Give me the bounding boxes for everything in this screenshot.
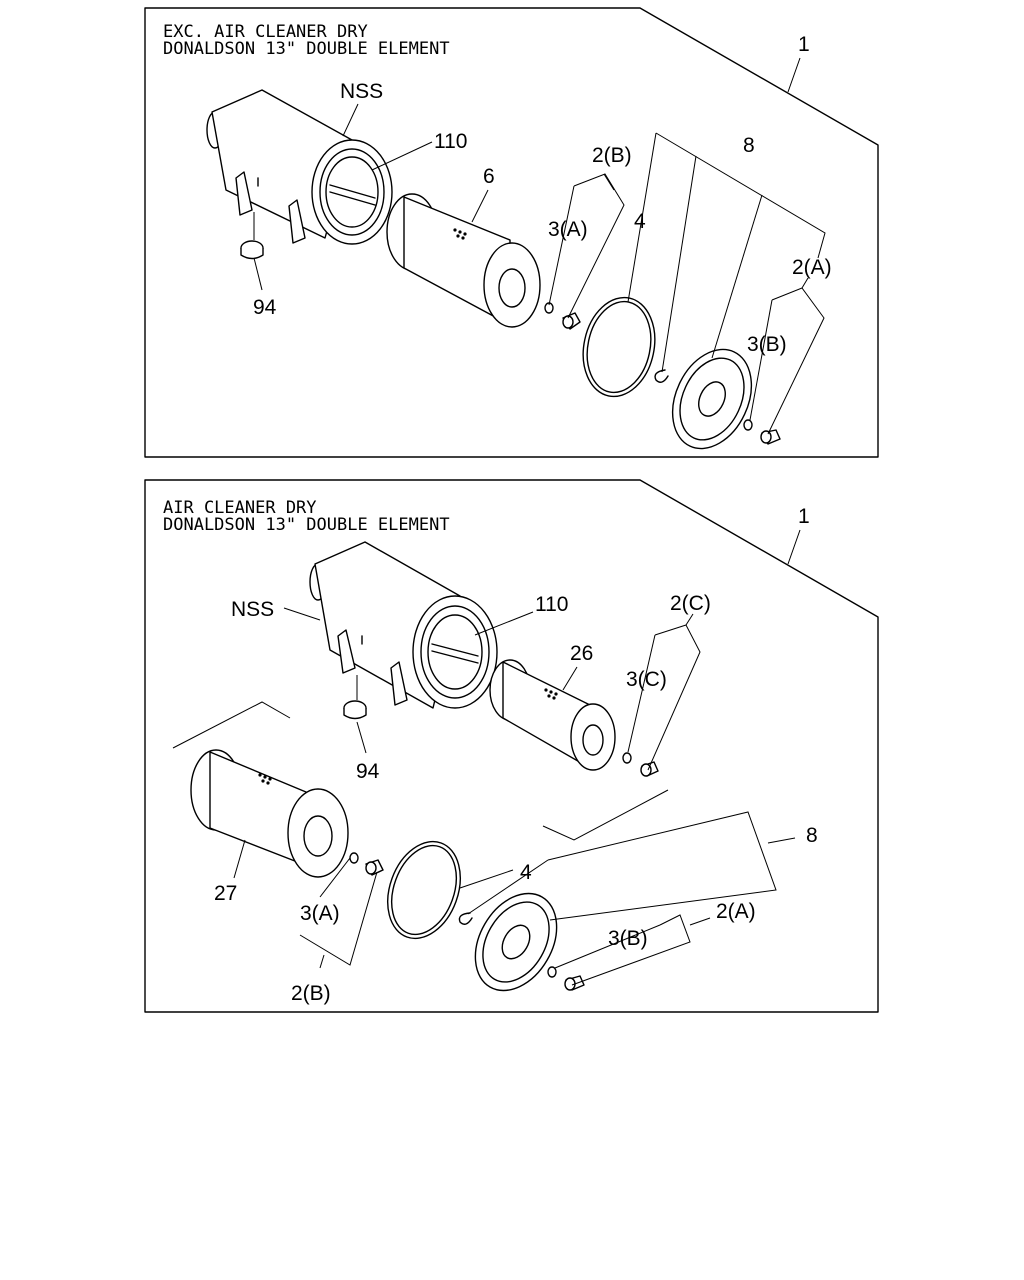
panel-top-title-line2: DONALDSON 13" DOUBLE ELEMENT bbox=[163, 39, 450, 59]
panel-bottom-title-line2: DONALDSON 13" DOUBLE ELEMENT bbox=[163, 515, 450, 535]
panel-top-title-line1: EXC. AIR CLEANER DRY bbox=[163, 22, 368, 42]
outer-element-drawing bbox=[386, 193, 541, 328]
ring-drawing bbox=[582, 296, 656, 398]
callout-8-bottom: 8 bbox=[806, 824, 818, 847]
leader-lines-top bbox=[253, 57, 826, 435]
valve-drawing bbox=[240, 212, 264, 260]
callout-3b-top: 3(B) bbox=[747, 333, 787, 356]
washer-nut-drawing bbox=[544, 302, 581, 330]
callout-3a-top: 3(A) bbox=[548, 218, 588, 241]
outer-element-drawing-bottom bbox=[190, 749, 349, 878]
callout-6-top: 6 bbox=[483, 165, 495, 188]
callout-3c-bottom: 3(C) bbox=[626, 668, 667, 691]
callout-110-bottom: 110 bbox=[535, 593, 568, 616]
leader-lines-bottom bbox=[172, 529, 801, 986]
callout-2a-bottom: 2(A) bbox=[716, 900, 756, 923]
panel-top: EXC. AIR CLEANER DRY DONALDSON 13" DOUBL… bbox=[144, 7, 879, 458]
callout-nss-top: NSS bbox=[340, 80, 383, 103]
inner-element-drawing bbox=[489, 659, 616, 771]
cover-drawing-bottom bbox=[474, 892, 558, 992]
callout-1-top: 1 bbox=[798, 33, 810, 56]
callout-nss-bottom: NSS bbox=[231, 598, 274, 621]
cover-drawing bbox=[671, 348, 753, 450]
callout-2b-top: 2(B) bbox=[592, 144, 632, 167]
callout-2b-bottom: 2(B) bbox=[291, 982, 331, 1005]
callout-8-top: 8 bbox=[743, 134, 755, 157]
callout-4-bottom: 4 bbox=[520, 861, 532, 884]
callout-27-bottom: 27 bbox=[214, 882, 237, 905]
callout-26-bottom: 26 bbox=[570, 642, 593, 665]
panel-bottom-frame bbox=[144, 479, 879, 1013]
valve-drawing-bottom bbox=[343, 675, 367, 720]
callout-3a-bottom: 3(A) bbox=[300, 902, 340, 925]
callout-110-top: 110 bbox=[434, 130, 467, 153]
panel-bottom: AIR CLEANER DRY DONALDSON 13" DOUBLE ELE… bbox=[144, 479, 879, 1013]
callout-94-bottom: 94 bbox=[356, 760, 380, 783]
housing-drawing-bottom bbox=[309, 541, 498, 709]
callout-1-bottom: 1 bbox=[798, 505, 810, 528]
panel-bottom-title-line1: AIR CLEANER DRY bbox=[163, 498, 317, 518]
ring-drawing-bottom bbox=[387, 840, 461, 940]
callout-4-top: 4 bbox=[634, 210, 646, 233]
callout-3b-bottom: 3(B) bbox=[608, 927, 648, 950]
housing-drawing bbox=[206, 89, 393, 245]
callout-2c-bottom: 2(C) bbox=[670, 592, 711, 615]
callout-2a-top: 2(A) bbox=[792, 256, 832, 279]
callout-94-top: 94 bbox=[253, 296, 277, 319]
panel-top-frame bbox=[144, 7, 879, 458]
